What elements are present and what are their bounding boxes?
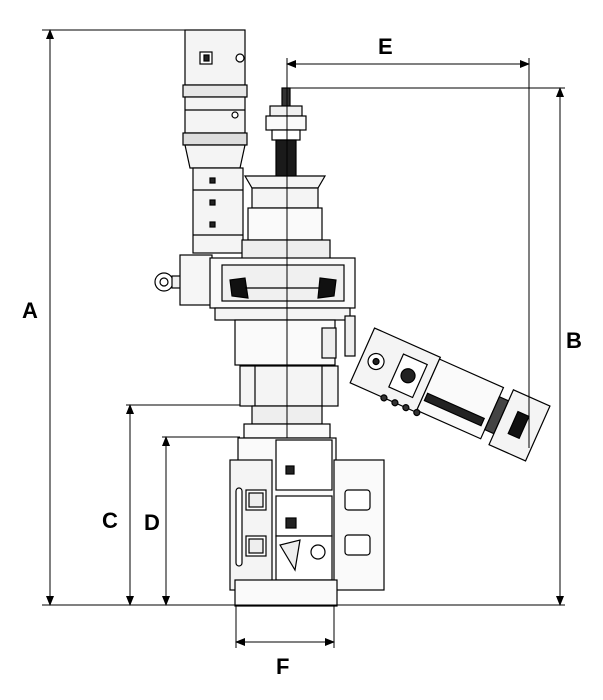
bearing-housing [179, 254, 356, 366]
spindle-top [241, 87, 331, 261]
dimension-c-label: C [102, 508, 118, 533]
drive-housing [239, 365, 339, 439]
dimension-a-label: A [22, 298, 38, 323]
clamp-base [229, 437, 385, 607]
dimension-d-label: D [144, 510, 160, 535]
dimension-lines [42, 29, 565, 648]
dimension-b-label: B [566, 328, 582, 353]
side-motor [349, 327, 551, 462]
motor-unit [182, 29, 248, 254]
machine-outline [154, 29, 551, 607]
dimension-f-label: F [276, 654, 289, 679]
dimension-e-label: E [378, 34, 393, 59]
